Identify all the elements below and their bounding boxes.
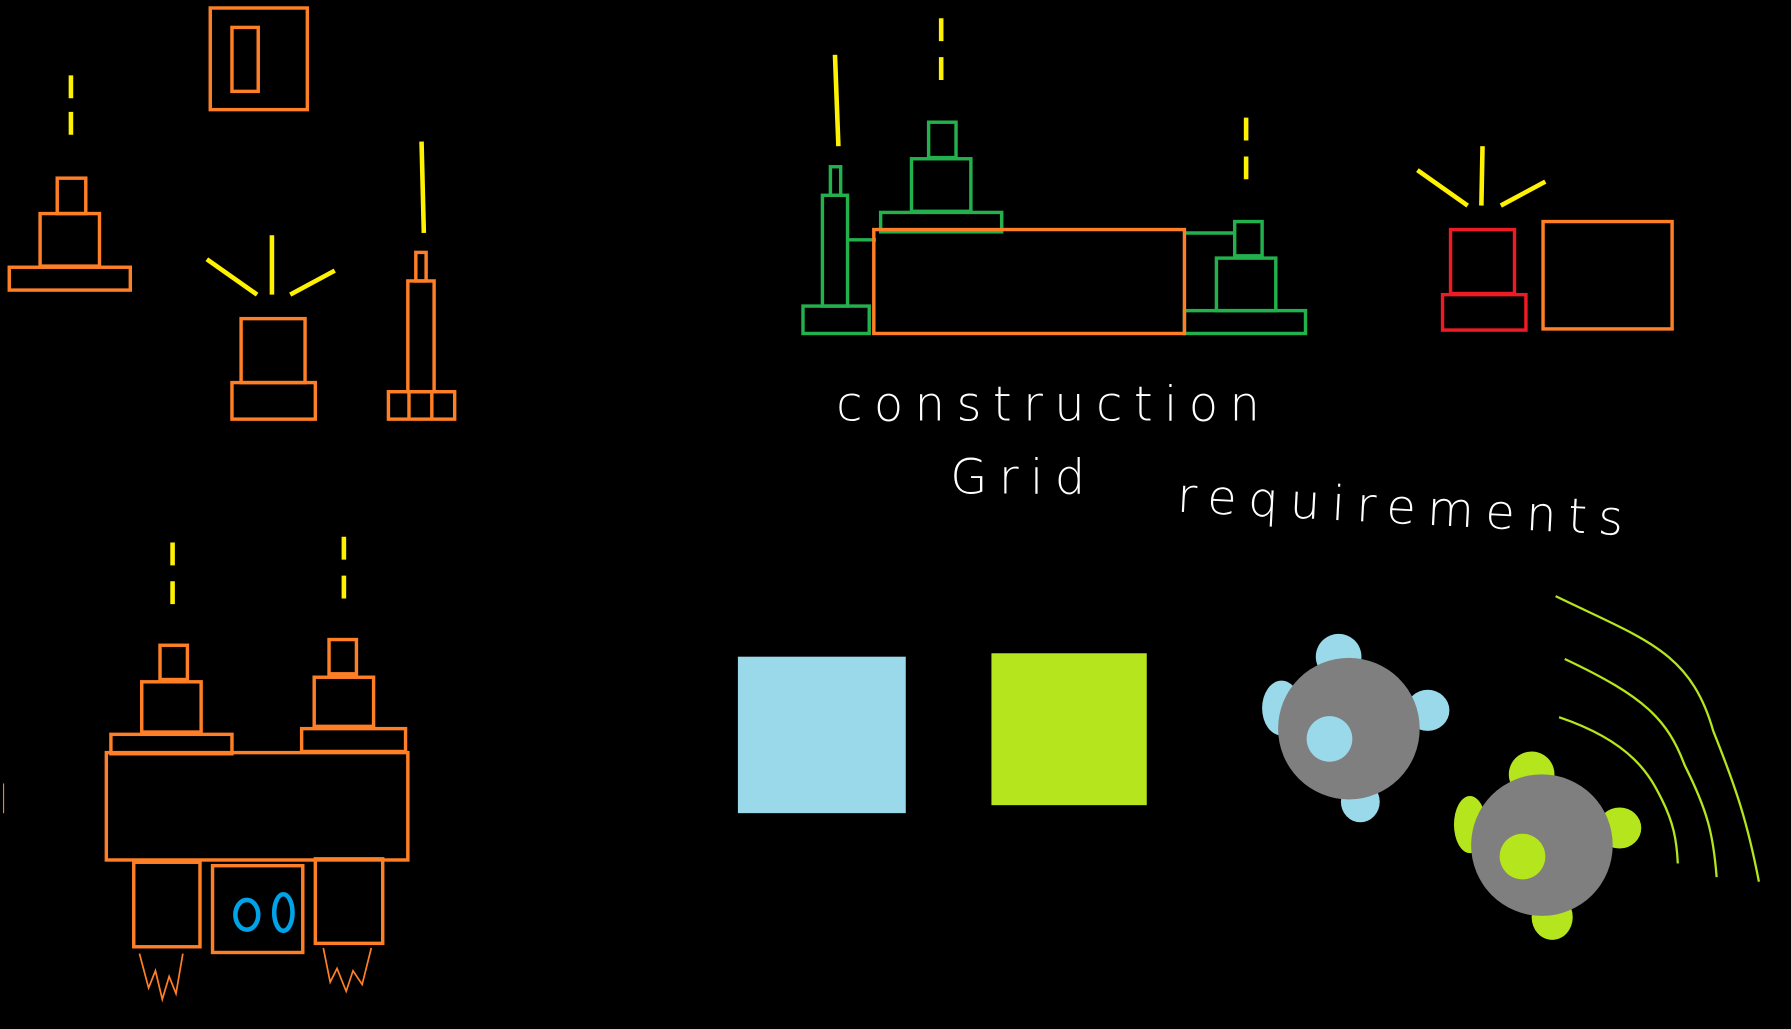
signal-arcs-sketch (1555, 595, 1761, 882)
framed-box-sketch (208, 6, 310, 112)
lime-swatch (991, 653, 1147, 806)
beacon-sketch (205, 235, 336, 421)
note-grid: Grid (950, 449, 1096, 505)
ship-sketch (104, 536, 410, 1003)
construction-grid-sketch (801, 18, 1308, 336)
blue-orb-sketch (1262, 633, 1450, 823)
antenna-sketch (386, 141, 457, 421)
light-blue-swatch (737, 656, 906, 814)
stacked-tower-sketch (7, 75, 133, 292)
lime-orb-sketch (1453, 751, 1642, 940)
note-construction: construction (836, 376, 1271, 432)
note-requirements: requirements (1176, 468, 1636, 548)
red-beacon-sketch (1416, 146, 1674, 332)
